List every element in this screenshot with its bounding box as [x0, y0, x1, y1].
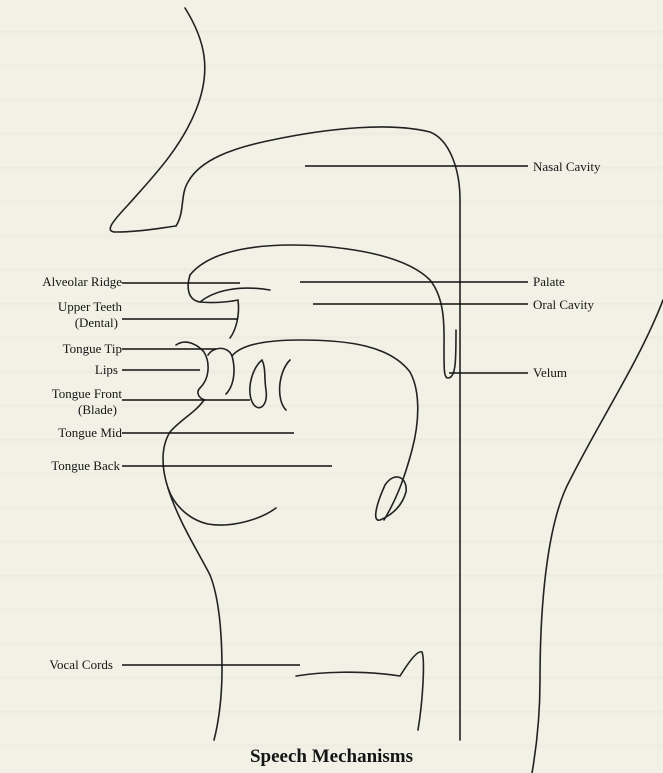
- palate-roof-outline: [190, 245, 456, 378]
- lower-teeth-outline: [208, 348, 234, 394]
- label-tongue-back: Tongue Back: [51, 459, 120, 473]
- label-tongue-tip: Tongue Tip: [63, 342, 122, 356]
- label-nasal-cavity: Nasal Cavity: [533, 160, 601, 174]
- tongue-groove-1: [250, 360, 266, 408]
- lower-throat-outline: [168, 488, 222, 740]
- jaw-outline: [163, 400, 276, 525]
- label-velum: Velum: [533, 366, 567, 380]
- label-upper-teeth: Upper Teeth: [58, 300, 122, 314]
- label-tongue-mid: Tongue Mid: [58, 426, 122, 440]
- label-tongue-front-blade: (Blade): [78, 403, 117, 417]
- label-oral-cavity: Oral Cavity: [533, 298, 594, 312]
- label-palate: Palate: [533, 275, 565, 289]
- lower-lip-outline: [176, 342, 208, 400]
- tongue-groove-2: [280, 360, 290, 410]
- label-tongue-front: Tongue Front: [52, 387, 122, 401]
- face-profile-outline: [110, 8, 205, 232]
- vocal-cords-outline: [296, 652, 423, 730]
- label-alveolar-ridge: Alveolar Ridge: [42, 275, 122, 289]
- tongue-outline: [232, 340, 418, 520]
- label-upper-teeth-dental: (Dental): [75, 316, 118, 330]
- upper-lip-teeth-outline: [188, 275, 238, 338]
- diagram-caption: Speech Mechanisms: [0, 746, 663, 768]
- label-lips: Lips: [95, 363, 118, 377]
- label-vocal-cords: Vocal Cords: [49, 658, 113, 672]
